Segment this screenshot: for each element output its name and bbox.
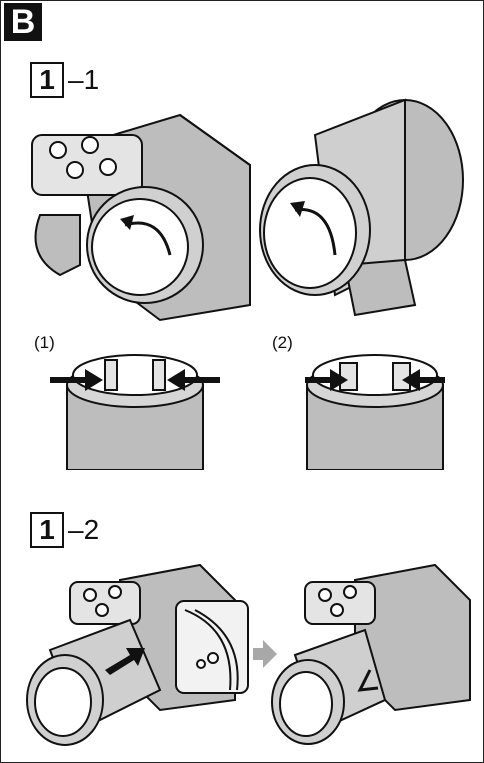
step-suffix: –2: [68, 514, 100, 545]
press-arrow-icon: [50, 369, 103, 391]
next-arrow-icon: [253, 640, 277, 668]
step-label-1-1: 1 –1: [30, 62, 99, 98]
step-number: 1: [30, 512, 64, 548]
camera-body-icon: [31, 113, 251, 322]
step-number: 1: [30, 62, 64, 98]
section-badge: B: [4, 3, 42, 41]
lens-attached-icon: [271, 563, 471, 745]
step-label-1-2: 1 –2: [30, 512, 99, 548]
step-suffix: –1: [68, 64, 100, 95]
sub-step-label-1: (1): [34, 333, 55, 352]
lens-cap-release-1-icon: [50, 354, 220, 470]
lens-icon: [259, 98, 464, 317]
rotate-arrow-icon: [120, 215, 134, 230]
sub-step-label-2: (2): [272, 333, 293, 352]
lens-cap-release-2-icon: [305, 354, 445, 470]
mount-detail-inset: [175, 600, 249, 694]
